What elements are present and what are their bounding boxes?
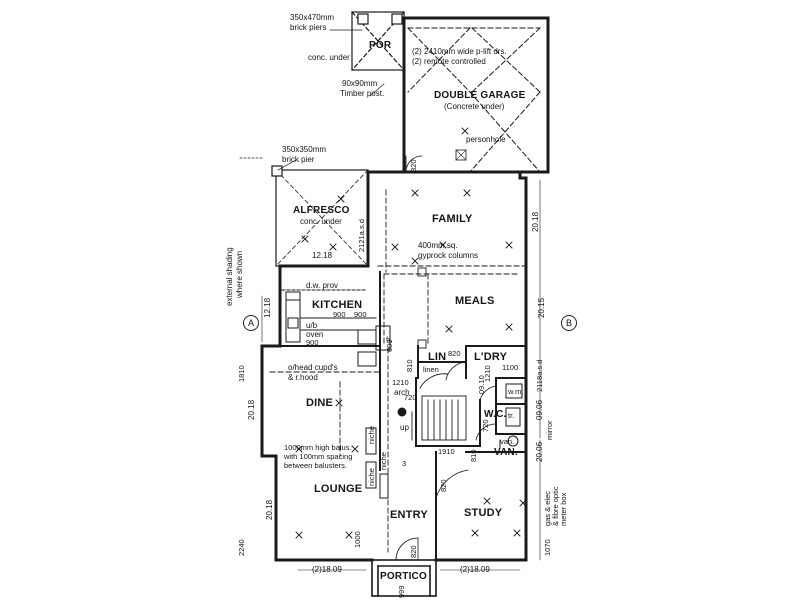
dim-900-b: 900 xyxy=(354,310,367,319)
note-van-small: van. xyxy=(500,437,515,446)
note-ext-shading-1: external shading xyxy=(225,247,234,306)
note-ub: u/b xyxy=(306,321,318,330)
dim-3: 3 xyxy=(402,459,407,468)
dim-1000: 1000 xyxy=(353,531,362,548)
note-dw-prov: d.w. prov xyxy=(306,281,339,290)
note-mirror: mirror xyxy=(545,420,554,440)
note-gyprock-1: 400mm sq. xyxy=(418,241,458,250)
dim-1910: 1910 xyxy=(438,447,455,456)
dim-900-a: 900 xyxy=(333,310,346,319)
note-brick-pier: brick pier xyxy=(282,155,315,164)
dim-900-c: 900 xyxy=(306,338,319,347)
note-timber-post: Timber post. xyxy=(340,89,385,98)
grid-marker-a: A xyxy=(243,315,259,331)
grid-marker-b: B xyxy=(561,315,577,331)
dim-810: 810 xyxy=(405,359,414,372)
note-garage-door-1: (2) 2410mm wide p-lift drs. xyxy=(412,47,507,56)
note-niche-2: niche xyxy=(367,468,376,486)
room-label-family: FAMILY xyxy=(432,213,473,225)
note-brick-piers-size: 350x470mm xyxy=(290,13,335,22)
dim-1210-b: 1210 xyxy=(483,365,492,382)
dim-600: 600 xyxy=(385,339,394,352)
dimension-lines xyxy=(261,179,541,571)
note-tr: tr. xyxy=(508,411,515,420)
alfresco-subtitle: conc. under xyxy=(300,217,342,226)
room-label-lounge: LOUNGE xyxy=(314,483,363,495)
room-label-lin: LIN xyxy=(428,351,447,363)
dim-820-study: 820 xyxy=(439,479,448,492)
dim-820-b: 820 xyxy=(409,545,418,558)
stairs xyxy=(397,373,467,441)
dim-1810: 1810 xyxy=(237,365,246,382)
room-label-portico: PORTICO xyxy=(380,571,427,582)
note-wm: w.m. xyxy=(508,387,524,396)
note-ohead-1: o/head cupd's xyxy=(288,363,338,372)
note-timber-post-size: 90x90mm xyxy=(342,79,378,88)
linen-label: linen xyxy=(423,365,439,374)
dim-810-b: 810 xyxy=(469,449,478,462)
dim-2-1809-a: (2)18.09 xyxy=(312,565,342,574)
dim-2240: 2240 xyxy=(237,539,246,556)
dim-0906: 09.06 xyxy=(535,399,544,420)
note-brick-piers: brick piers xyxy=(290,23,327,32)
note-balus-2: with 100mm spacing xyxy=(284,452,353,461)
dim-2018-family: 20.18 xyxy=(531,211,540,232)
dim-1210: 1210 xyxy=(392,378,409,387)
room-label-kitchen: KITCHEN xyxy=(312,299,363,311)
note-arch: arch xyxy=(394,388,410,397)
portico-walls xyxy=(371,559,437,597)
note-brick-pier-350: 350x350mm xyxy=(282,145,327,154)
dashed-lines xyxy=(269,189,527,553)
interior-walls xyxy=(279,271,527,561)
kitchen-benches xyxy=(281,289,391,351)
note-conc-under: conc. under xyxy=(308,53,350,62)
door-swings xyxy=(395,361,497,561)
dim-999: 999 xyxy=(397,585,406,598)
note-ext-shading-2: where shown xyxy=(235,250,244,298)
dim-2018-lounge: 20.18 xyxy=(265,499,274,520)
room-label-dine: DINE xyxy=(306,397,334,409)
room-label-study: STUDY xyxy=(464,507,503,519)
note-niche-3: niche xyxy=(379,452,388,470)
ceiling-light-crosses xyxy=(295,127,527,539)
note-gas-elec-3: meter box xyxy=(559,492,568,526)
room-label-garage: DOUBLE GARAGE xyxy=(434,90,526,101)
note-personhole: personhole xyxy=(466,135,506,144)
room-label-alfresco: ALFRESCO xyxy=(293,205,350,216)
room-label-entry: ENTRY xyxy=(390,509,428,521)
dim-1218-kitchen: 12.18 xyxy=(263,297,272,318)
dim-2015: 20.15 xyxy=(537,297,546,318)
main-walls xyxy=(260,170,528,562)
note-garage-door-2: (2) remote controlled xyxy=(412,57,486,66)
garage-subtitle: (Concrete under) xyxy=(444,102,505,111)
dim-820-garage: 820 xyxy=(409,159,418,172)
room-label-meals: MEALS xyxy=(455,295,495,307)
dim-1218-alfresco: 12.18 xyxy=(312,251,333,260)
dim-820-lin: 820 xyxy=(448,349,461,358)
note-balus-1: 1000mm high balus. xyxy=(284,443,352,452)
note-balus-3: between balusters. xyxy=(284,461,347,470)
note-oven: oven xyxy=(306,330,324,339)
note-gyprock-2: gyprock columns xyxy=(418,251,479,260)
note-niche-1: niche xyxy=(367,426,376,444)
room-label-laundry: L'DRY xyxy=(474,351,508,363)
dim-2121: 2121a.s.d xyxy=(357,219,366,252)
note-up: up xyxy=(400,423,409,432)
dim-2018-dine: 20.18 xyxy=(247,399,256,420)
dim-1070: 1070 xyxy=(543,539,552,556)
dim-2006: 20.06 xyxy=(535,441,544,462)
room-label-wc: W.C. xyxy=(484,409,507,420)
dim-1100: 1100 xyxy=(502,363,519,372)
note-fr: fr. xyxy=(386,335,393,344)
fixtures xyxy=(357,351,523,499)
dim-720-a: 720 xyxy=(404,393,417,402)
note-ohead-2: & r.hood xyxy=(288,373,318,382)
room-label-porch: POR xyxy=(369,40,392,51)
dim-2118: 2118a.s.d xyxy=(535,359,544,392)
dim-2-1809-b: (2)18.09 xyxy=(460,565,490,574)
dim-720-b: 720 xyxy=(481,419,490,432)
room-label-van: VAN. xyxy=(494,447,518,458)
leader-lines xyxy=(239,29,385,171)
